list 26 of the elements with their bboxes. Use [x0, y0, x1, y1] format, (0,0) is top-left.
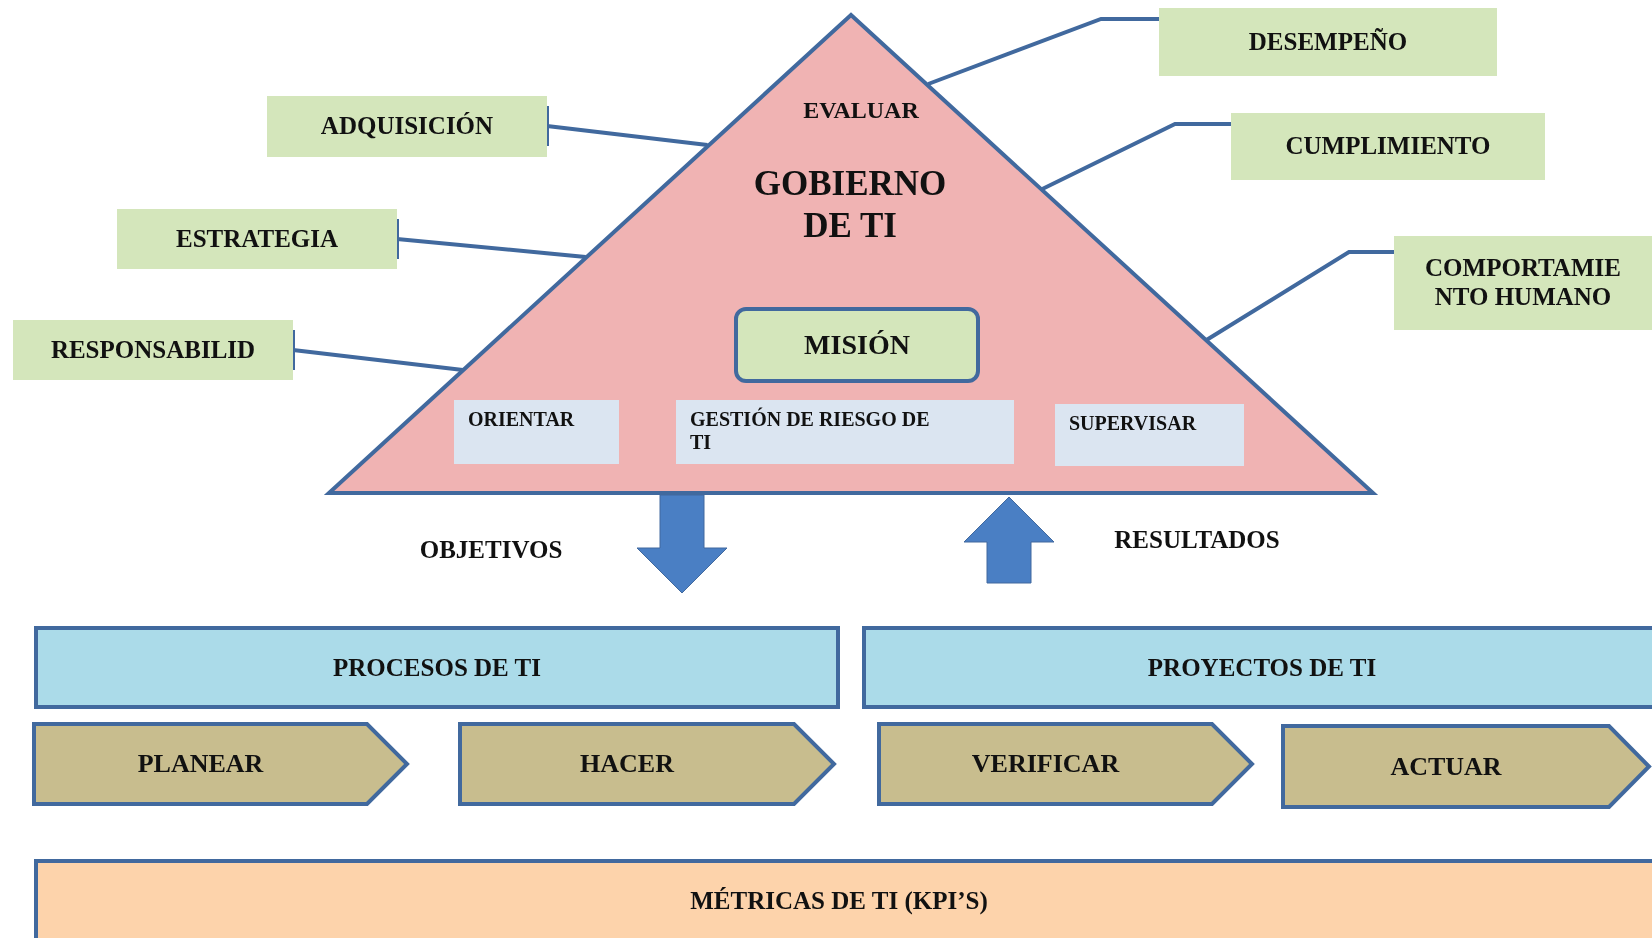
- chevron-step: HACER: [458, 722, 836, 806]
- block-arrow: [963, 496, 1055, 584]
- function-box: ORIENTAR: [454, 400, 619, 464]
- topic-box: CUMPLIMIENTO: [1231, 113, 1545, 180]
- connector-line: [927, 17, 1159, 86]
- category-band: PROYECTOS DE TI: [862, 626, 1652, 709]
- block-arrow: [636, 494, 728, 594]
- mission-box: MISIÓN: [734, 307, 980, 383]
- function-box: SUPERVISAR: [1055, 404, 1244, 466]
- topic-box: RESPONSABILID: [13, 320, 293, 380]
- connector-line: [1205, 250, 1394, 342]
- topic-box: COMPORTAMIE NTO HUMANO: [1394, 236, 1652, 330]
- topic-box: ADQUISICIÓN: [267, 96, 547, 157]
- edge-label: RESULTADOS: [1114, 526, 1280, 554]
- topic-box: ESTRATEGIA: [117, 209, 397, 269]
- connector-line: [1041, 122, 1231, 191]
- function-box: GESTIÓN DE RIESGO DE TI: [676, 400, 1014, 464]
- edge-label: OBJETIVOS: [419, 536, 563, 564]
- category-band: PROCESOS DE TI: [34, 626, 840, 709]
- heading-text: EVALUAR: [802, 97, 920, 124]
- chevron-step: ACTUAR: [1281, 724, 1651, 809]
- metrics-band: MÉTRICAS DE TI (KPI’S): [34, 859, 1652, 938]
- chevron-step: PLANEAR: [32, 722, 409, 806]
- title-text: GOBIERNO DE TI: [752, 163, 948, 247]
- chevron-step: VERIFICAR: [877, 722, 1254, 806]
- topic-box: DESEMPEÑO: [1159, 8, 1497, 76]
